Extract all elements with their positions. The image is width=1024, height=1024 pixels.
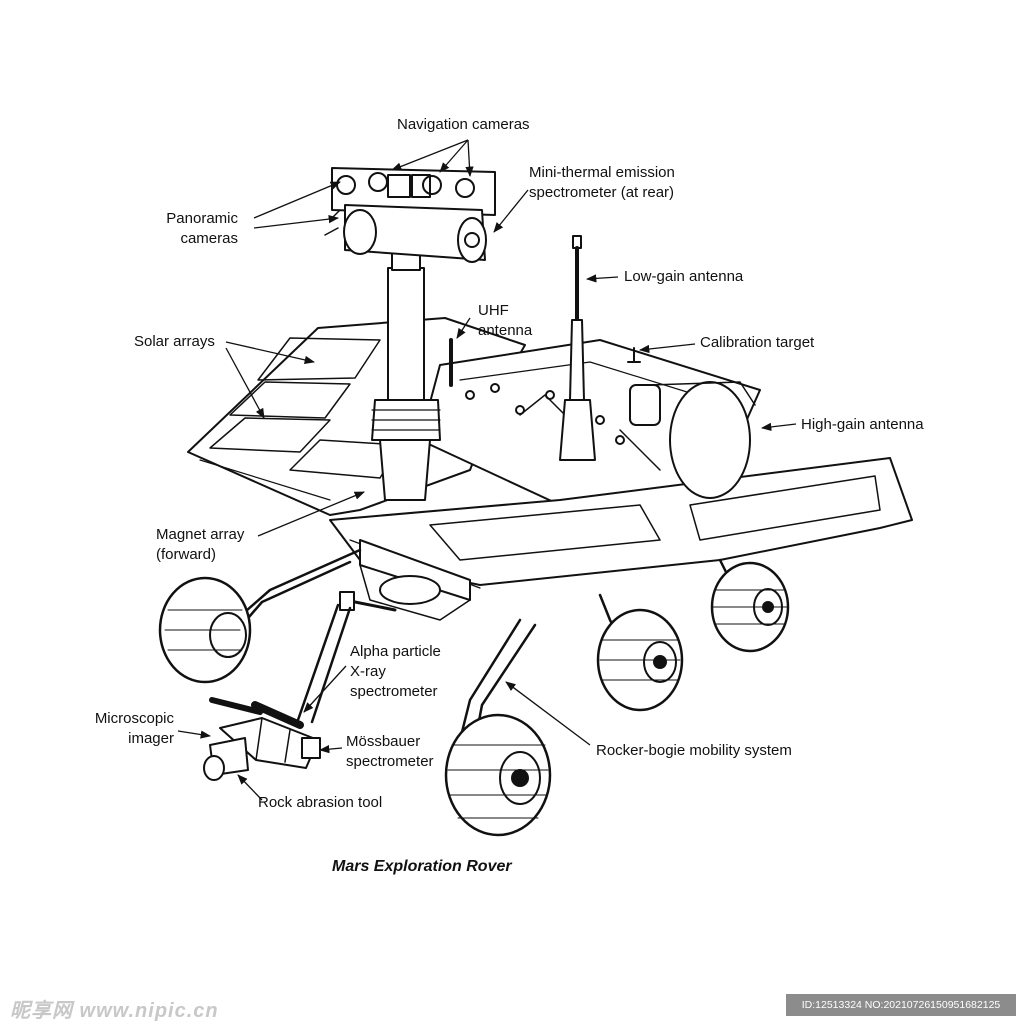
wheel-front-left — [158, 576, 252, 684]
camera-head — [324, 167, 496, 263]
label-microscopic-imager: Microscopic imager — [94, 710, 174, 747]
high-gain-antenna-dish — [619, 381, 756, 499]
label-panoramic-cameras: Panoramic cameras — [166, 210, 238, 247]
instrument-turret — [203, 717, 321, 781]
leader-lines — [177, 139, 797, 801]
label-rocker-bogie-mobility-system: Rocker-bogie mobility system — [596, 742, 792, 759]
low-gain-antenna-mast — [559, 235, 596, 461]
label-solar-arrays: Solar arrays — [134, 333, 215, 350]
label-rock-abrasion-tool: Rock abrasion tool — [258, 794, 383, 811]
label-low-gain-antenna: Low-gain antenna — [624, 268, 744, 285]
label-alpha-particle-x-ray-spectrometer: Alpha particle X-ray spectrometer — [350, 643, 441, 700]
label-uhf-antenna: UHF antenna — [478, 302, 533, 339]
wheel-front-right — [444, 713, 552, 837]
label-high-gain-antenna: High-gain antenna — [801, 416, 924, 433]
figure-caption: Mars Exploration Rover — [332, 858, 512, 875]
label-mini-thermal-emission-spectrometer: Mini-thermal emission spectrometer (at r… — [529, 164, 675, 201]
wheel-rear-right — [710, 561, 790, 653]
instrument-arm — [209, 591, 397, 729]
wheel-middle-right — [596, 608, 684, 712]
rover-body — [359, 539, 471, 621]
watermark-id: ID:12513324 NO:20210726150951682125 — [786, 994, 1016, 1016]
label-calibration-target: Calibration target — [700, 334, 815, 351]
label-navigation-cameras: Navigation cameras — [397, 116, 530, 133]
pancam-mast — [371, 239, 441, 501]
label-magnet-array: Magnet array (forward) — [156, 526, 245, 563]
watermark-logo: 昵享网 www.nipic.cn — [10, 1000, 219, 1022]
calibration-target-post — [627, 347, 641, 363]
label-mossbauer-spectrometer: Mössbauer spectrometer — [346, 733, 434, 770]
